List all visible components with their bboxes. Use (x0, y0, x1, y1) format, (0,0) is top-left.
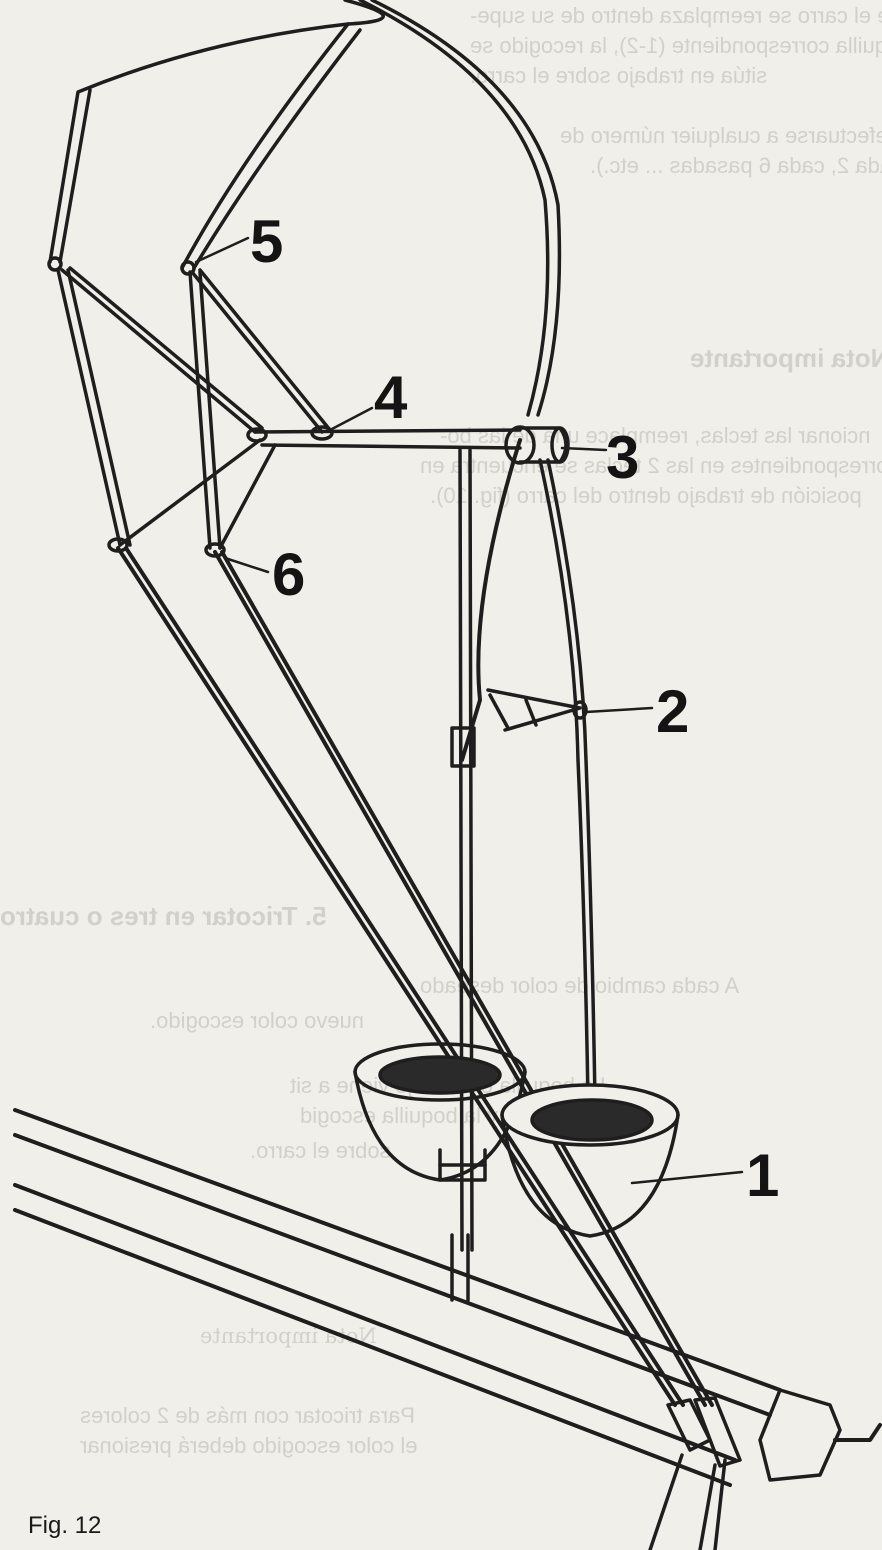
callout-label-6: 6 (272, 541, 306, 608)
callout-label-3: 3 (606, 424, 640, 491)
callout-label-4: 4 (374, 364, 408, 431)
callout-label-1: 1 (746, 1142, 780, 1209)
figure-caption: Fig. 12 (28, 1512, 102, 1539)
callout-label-5: 5 (250, 208, 284, 275)
callout-leaders (194, 236, 744, 1185)
yarn-guide-bracket (486, 688, 588, 732)
antenna-arms (47, 0, 562, 417)
machine-rails (13, 1108, 882, 1487)
callout-label-2: 2 (656, 678, 690, 745)
yarn-bowl-right (500, 1083, 680, 1238)
yarn-feed-lines (116, 438, 714, 1407)
tension-wires (56, 266, 522, 558)
mast-pole (438, 448, 487, 1302)
carriage-clamp (648, 1396, 742, 1550)
spool-holder (504, 425, 570, 465)
right-antenna-wire (538, 458, 597, 1102)
